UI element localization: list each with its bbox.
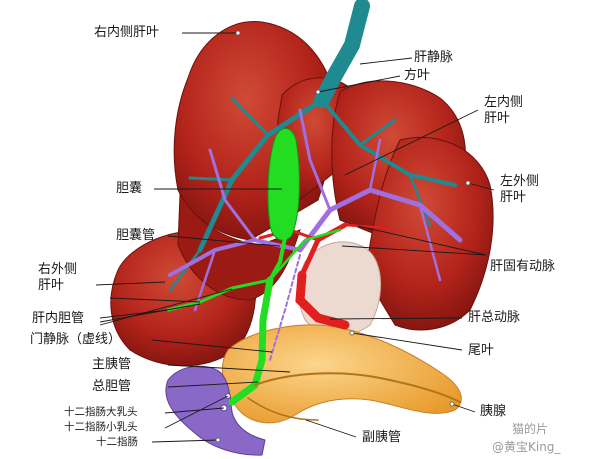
leader-caudate — [351, 332, 463, 351]
leader-portal-vein — [151, 339, 273, 353]
portal-vein-branch — [298, 108, 332, 212]
leader-proper-artery-1 — [341, 245, 487, 256]
main-pancreatic-duct-shape — [254, 372, 461, 403]
label-common-hepatic-artery: 肝总动脉 — [468, 310, 521, 325]
duodenum-shape — [165, 365, 266, 456]
hepatic-vein-branch — [358, 118, 397, 147]
label-caudate-lobe: 尾叶 — [468, 343, 495, 358]
portal-vein-branch — [193, 248, 217, 312]
hepatic-vein-branch — [320, 98, 457, 187]
label-right-lateral-lobe: 右外侧 肝叶 — [38, 262, 77, 294]
label-right-lateral-lobe-line1: 右外侧 — [38, 262, 78, 277]
label-main-pancreatic-duct: 主胰管 — [92, 357, 132, 372]
portal-vein-tree — [168, 108, 463, 361]
label-left-medial-lobe: 左内侧 肝叶 — [484, 95, 523, 127]
accessory-pancreatic-duct-shape — [247, 397, 319, 421]
leader-common-bile — [167, 381, 259, 388]
leader-pancreas — [451, 403, 476, 413]
intrahepatic-duct-shape — [166, 278, 272, 312]
hepatic-artery-branch — [343, 223, 392, 230]
common-hepatic-artery-shape — [295, 270, 350, 330]
leader-quadrate — [317, 75, 401, 93]
label-accessory-pancreatic-duct: 副胰管 — [362, 430, 402, 445]
label-quadrate-lobe: 方叶 — [404, 68, 431, 83]
left-lateral-lobe-shape — [364, 136, 494, 331]
label-left-medial-lobe-line2: 肝叶 — [484, 111, 511, 126]
leader-duodenum — [151, 439, 219, 443]
label-major-duodenal-papilla: 十二指肠大乳头 — [64, 406, 138, 418]
pancreatic-ducts — [247, 372, 461, 421]
leader-lines — [95, 32, 495, 443]
label-left-medial-lobe-line1: 左内侧 — [484, 95, 524, 110]
leader-right-lateral-1 — [95, 281, 166, 286]
leader-accessory — [305, 419, 357, 438]
intrahepatic-duct-shape — [268, 228, 342, 282]
leader-dot — [465, 180, 471, 186]
watermark-handle: @黄宝King_ — [492, 440, 561, 454]
label-minor-duodenal-papilla: 十二指肠小乳头 — [64, 421, 138, 433]
leader-major-papilla — [164, 407, 225, 414]
gallbladder-shape — [267, 128, 300, 241]
label-cystic-duct: 胆囊管 — [116, 228, 156, 243]
leader-dot — [449, 401, 455, 407]
label-left-lateral-lobe-line1: 左外侧 — [500, 174, 540, 189]
leader-intrahepatic-3 — [99, 288, 233, 326]
leader-left-lateral — [467, 182, 495, 191]
leader-right-lateral-2 — [109, 297, 201, 303]
label-hepatic-vein: 肝静脉 — [414, 50, 454, 65]
label-proper-hepatic-artery: 肝固有动脉 — [490, 259, 556, 274]
hepatic-vein-tree — [168, 0, 457, 292]
liver — [110, 21, 494, 367]
hepatic-vein-branch — [408, 173, 432, 227]
leader-dot — [349, 330, 355, 336]
label-right-lateral-lobe-line2: 肝叶 — [38, 278, 65, 293]
caudate-lobe-shape — [297, 241, 382, 336]
leader-dots — [215, 30, 471, 443]
leader-dot — [215, 437, 221, 443]
label-intrahepatic-bile-duct: 肝内胆管 — [32, 311, 85, 326]
leader-dot — [235, 30, 241, 36]
cystic-duct-shape — [268, 236, 287, 282]
hepatic-vein-branch — [188, 176, 234, 182]
leader-intrahepatic-1 — [99, 309, 169, 319]
common-bile-duct-shape — [228, 276, 274, 406]
hepatic-vein-trunk — [314, 0, 370, 108]
label-common-bile-duct: 总胆管 — [92, 379, 132, 394]
leader-main-pancreatic — [167, 364, 291, 373]
label-right-medial-lobe: 右内侧肝叶 — [94, 25, 160, 40]
leader-common-artery — [329, 317, 463, 320]
leader-minor-papilla — [164, 395, 229, 429]
hepatic-vein-branch — [230, 96, 270, 137]
portal-vein-dashed — [269, 254, 301, 361]
label-duodenum: 十二指肠 — [96, 436, 138, 448]
hepatic-vein-branch — [197, 97, 325, 253]
label-portal-vein: 门静脉（虚线） — [30, 332, 122, 347]
leader-left-medial — [344, 109, 479, 176]
portal-vein-branch — [368, 138, 382, 192]
label-left-lateral-lobe-line2: 肝叶 — [500, 190, 527, 205]
leader-hepatic-vein — [359, 57, 413, 65]
leader-intrahepatic-2 — [99, 303, 201, 323]
right-liver-underside — [177, 193, 301, 301]
label-pancreas: 胰腺 — [480, 404, 507, 419]
hepatic-vein-branch — [168, 248, 202, 292]
label-left-lateral-lobe: 左外侧 肝叶 — [500, 174, 539, 206]
leader-proper-artery-2 — [357, 225, 487, 256]
portal-vein-branch — [208, 148, 257, 242]
leader-cystic-duct — [167, 235, 281, 247]
leader-dot — [315, 89, 321, 95]
watermark-name: 猫的片 — [512, 422, 549, 436]
label-gallbladder: 胆囊 — [116, 181, 143, 196]
biliary-tree — [166, 128, 342, 406]
portal-vein-branch — [168, 237, 302, 277]
